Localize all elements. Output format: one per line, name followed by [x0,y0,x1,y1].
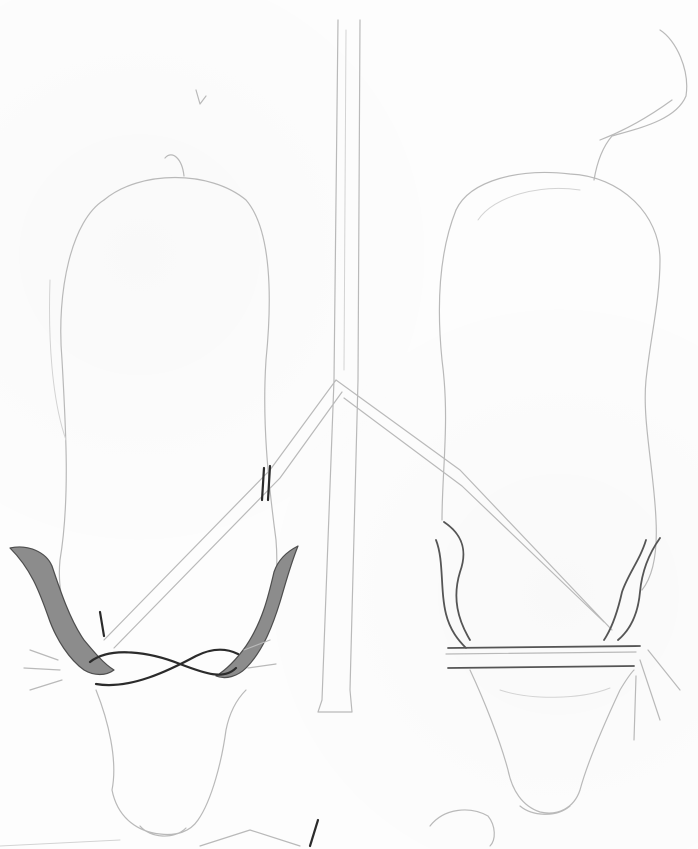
right-tufts [634,650,680,740]
center-column [318,20,360,712]
bottom-fragments [0,810,494,846]
left-lower-shape [96,690,246,836]
right-horns-outline [436,522,660,648]
right-lower-shape [470,670,634,814]
cross-lines [104,380,612,648]
right-figure-outline [439,30,686,590]
left-figure-outline [50,90,277,660]
right-bands [446,646,640,668]
